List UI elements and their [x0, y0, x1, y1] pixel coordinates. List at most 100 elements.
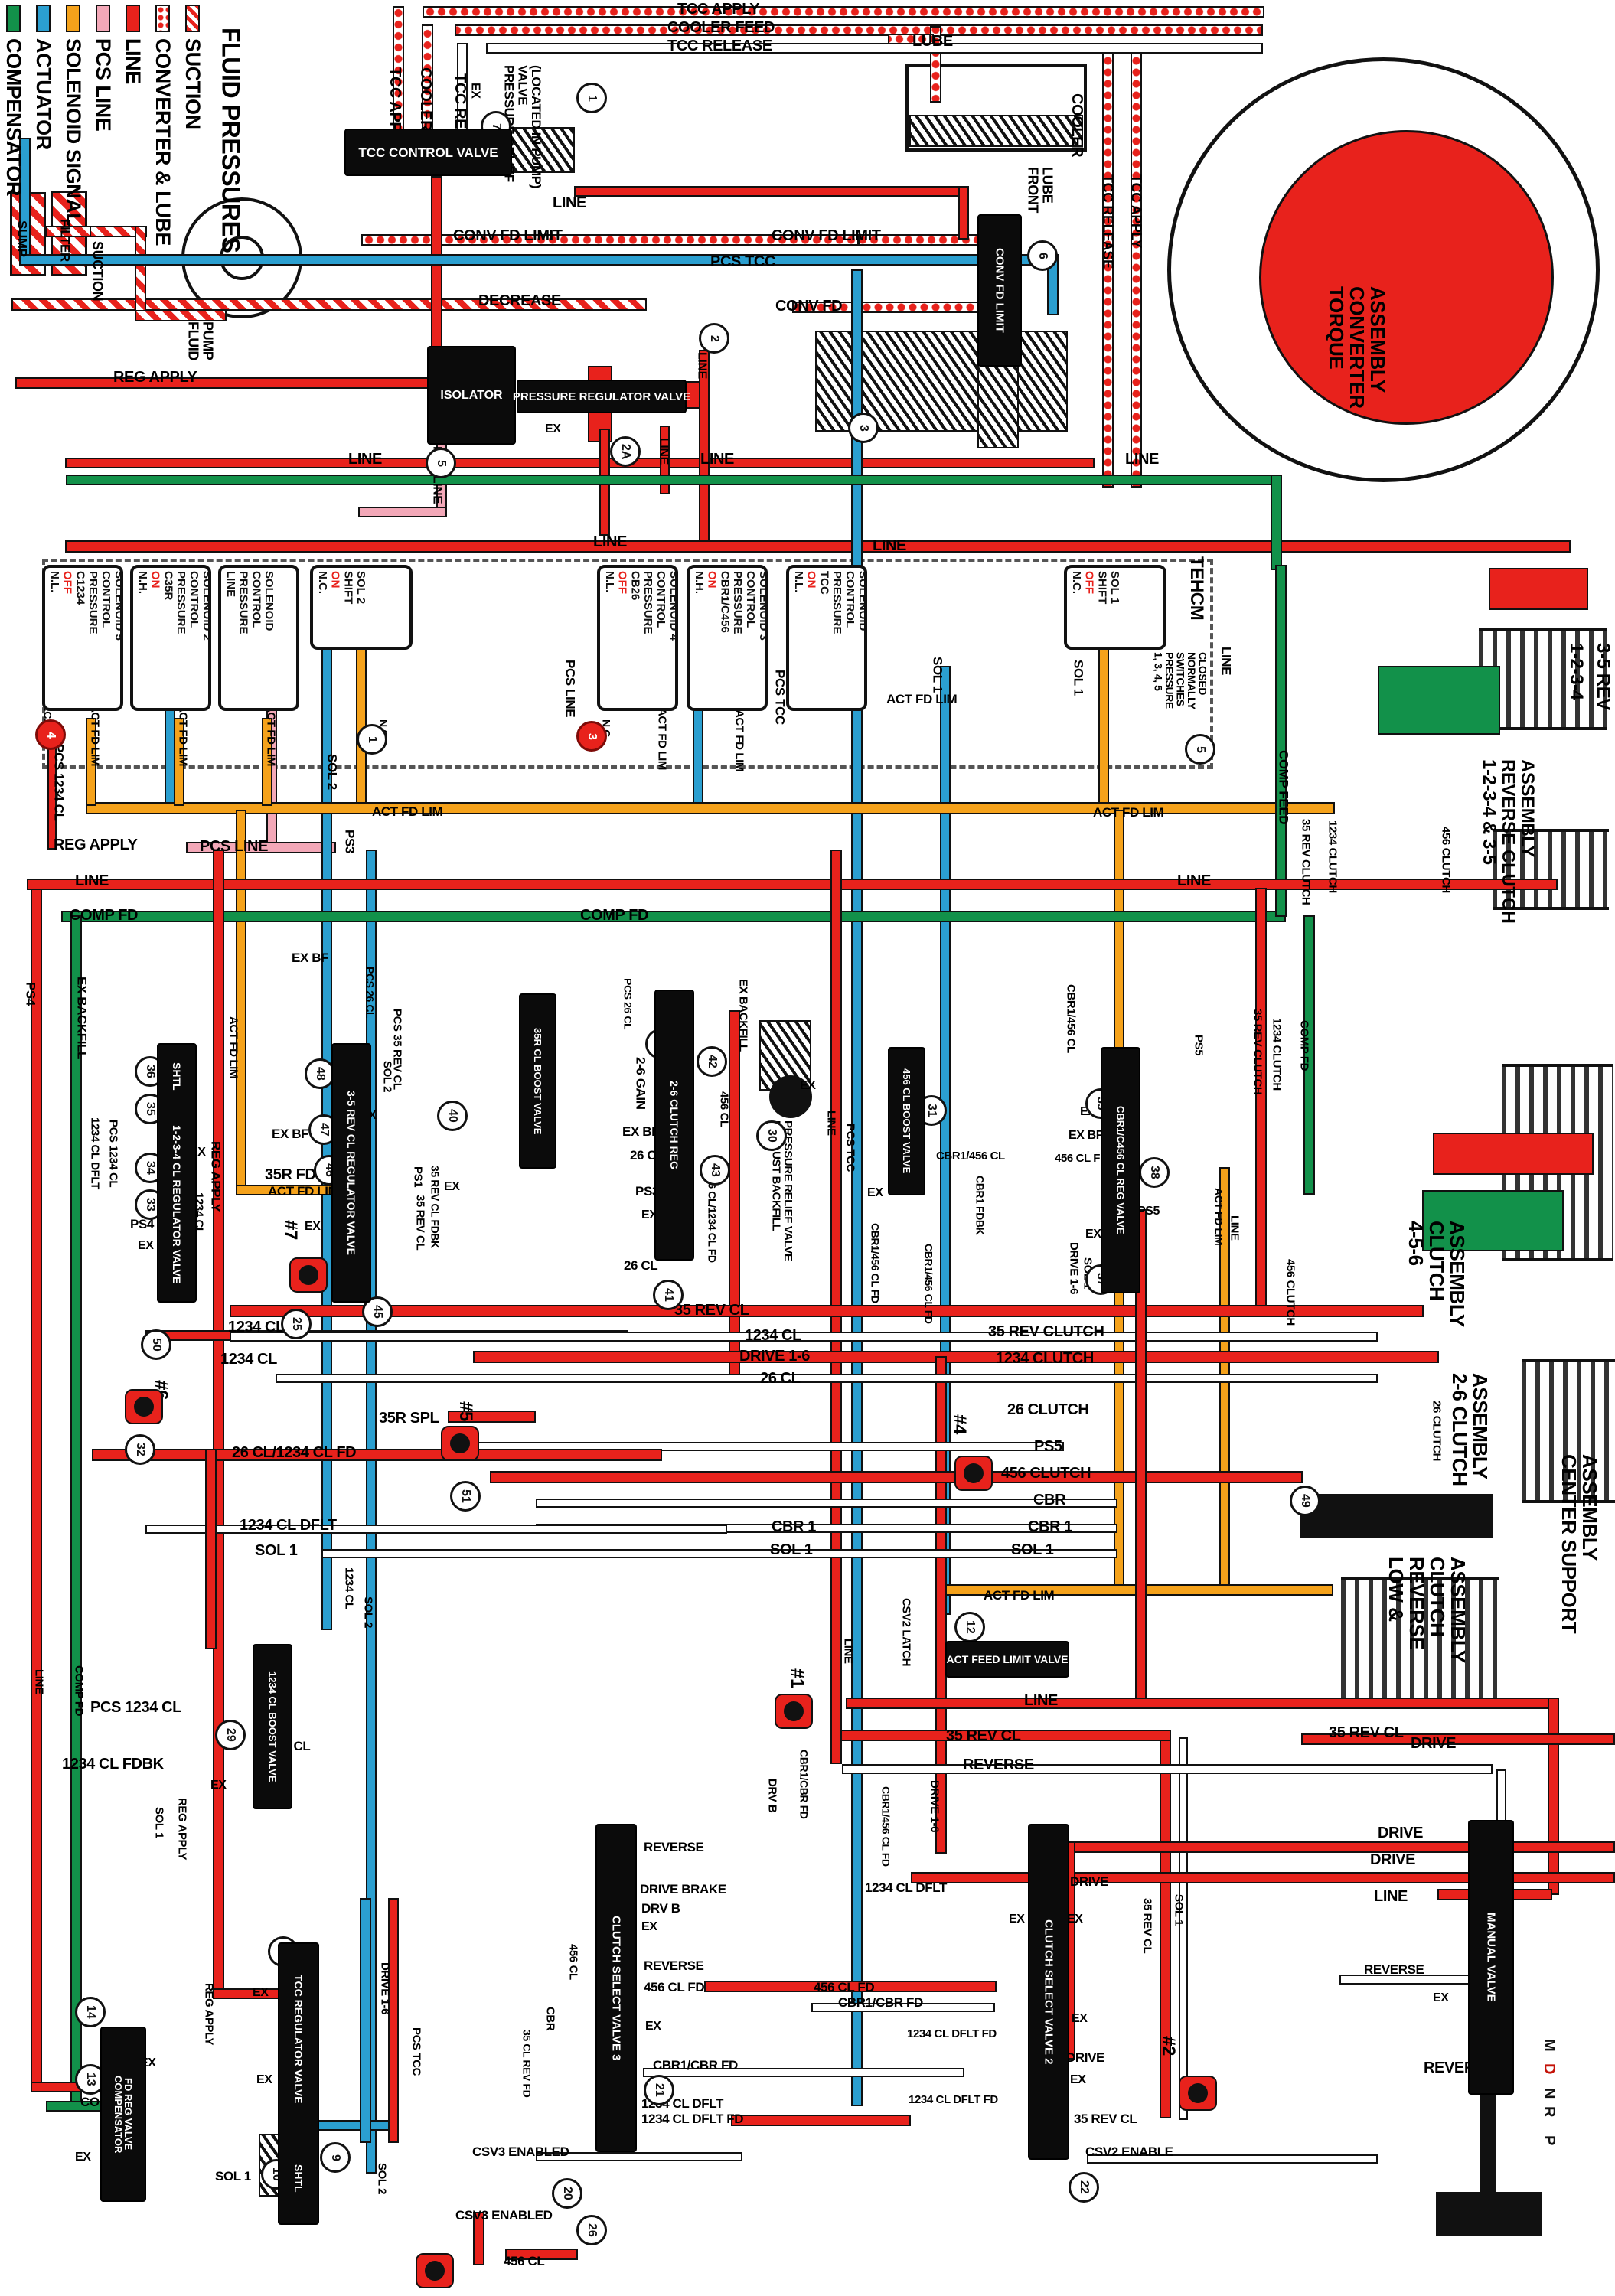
label-pcs-26-cl: PCS 26 CL	[622, 978, 635, 1030]
comb-shape	[1341, 1577, 1499, 1705]
pipe-o-45	[174, 718, 184, 806]
label-reverse: REVERSE	[644, 1958, 704, 1973]
label-1234-clutch: 1234 CLUTCH	[1270, 1018, 1284, 1091]
pipe-w-105	[1087, 2154, 1378, 2164]
label-drive: DRIVE	[1370, 1851, 1416, 1868]
label-act-fd-lim: ACT FD LIM	[655, 708, 669, 770]
label-decrease: DECREASE	[478, 292, 561, 309]
label-ps5: PS5	[1034, 1438, 1062, 1455]
label-tehcm: TEHCM	[1186, 556, 1207, 621]
label-fluid-pump: FLUID PUMP	[185, 321, 216, 360]
label-cbr1-456-cl-fd: CBR1/456 CL FD	[879, 1786, 892, 1867]
pipe-r-18	[15, 377, 432, 389]
valve-456-cl-boost-valve: 456 CL BOOST VALVE	[888, 1047, 925, 1195]
label-act-fd-lim: ACT FD LIM	[372, 804, 443, 819]
ref-circle-48: 48	[305, 1058, 335, 1089]
valve-text: ACT FEED LIMIT VALVE	[946, 1653, 1069, 1665]
label-26-clutch: 26 CLUTCH	[1007, 1401, 1089, 1418]
hatch-shape	[507, 127, 575, 173]
label-drive-1-6: DRIVE 1-6	[928, 1780, 941, 1833]
label-sump: SUMP	[15, 220, 30, 257]
ref-circle-45: 45	[362, 1296, 393, 1327]
label-act-fd-lim: ACT FD LIM	[227, 1016, 240, 1078]
pipe-d-2	[393, 6, 404, 135]
valve-text: CLUTCH SELECT VALVE 2	[1042, 1919, 1055, 2065]
label-35r-fd: 35R FD	[265, 1166, 316, 1183]
label-line: LINE	[1125, 451, 1159, 468]
ref-circle-20: 20	[552, 2178, 582, 2209]
black-shape	[1480, 2065, 1496, 2195]
label-456-cl: 456 CL	[566, 1944, 580, 1980]
label-1-2-3-4-3-5-reverse-clutch-a: 1-2-3-4 & 3-5 REVERSE CLUTCH ASSEMBLY	[1478, 759, 1538, 924]
label-drive-1-6: DRIVE 1-6	[378, 1962, 392, 2015]
pipe-r-100	[704, 1981, 997, 1992]
pipe-g-57	[66, 475, 1275, 485]
solenoid-label: N.L. ON TCC PRESSURE CONTROL SOLENOID	[791, 571, 869, 634]
label-drive: DRIVE	[1411, 1735, 1457, 1752]
legend-label-pcs-line: PCS LINE	[92, 38, 116, 132]
pipe-d-3	[422, 24, 433, 135]
label-cooler: COOLER	[1068, 93, 1085, 158]
valve-manual-valve: MANUAL VALVE	[1468, 1820, 1514, 2095]
label-2-6-clutch-assembly: 2-6 CLUTCH ASSEMBLY	[1448, 1373, 1493, 1486]
label-1234-cl-dflt: 1234 CL DFLT	[88, 1117, 102, 1189]
pipe-w-88	[1179, 1737, 1188, 2120]
label-reg-apply: REG APPLY	[54, 837, 138, 853]
pipe-s-16	[135, 310, 227, 321]
pipe-r-96	[1301, 1733, 1615, 1745]
label-csv3-enabled: CSV3 ENABLED	[455, 2208, 553, 2223]
label-act-fd-lim: ACT FD LIM	[1093, 805, 1164, 820]
gear-position-N: N	[1541, 2088, 1558, 2099]
label-35-rev-cl: 35 REV CL	[946, 1727, 1021, 1744]
pipe-r-75	[935, 1356, 947, 1854]
label-drive: DRIVE	[1378, 1825, 1424, 1841]
label-drive-1-6: DRIVE 1-6	[739, 1348, 810, 1365]
pipe-r-109	[213, 1988, 285, 1999]
ref-circle-25: 25	[281, 1309, 312, 1339]
label-1: #1	[786, 1668, 808, 1688]
label-pcs-26-cl: PCS 26 CL	[364, 967, 377, 1019]
label-cbr-1: CBR 1	[1028, 1518, 1073, 1535]
label-sol-2: SOL 2	[380, 1061, 394, 1093]
label-ex: EX	[641, 1920, 657, 1933]
black-shape	[1300, 1494, 1493, 1538]
valve-2-6-clutch-reg: 2-6 CLUTCH REG	[654, 990, 694, 1261]
label-reg-apply: REG APPLY	[175, 1798, 189, 1861]
pipe-r-92	[840, 1730, 1171, 1741]
pipe-r-97	[1070, 1841, 1615, 1853]
label-35-rev-clutch: 35 REV CLUTCH	[1251, 1009, 1264, 1095]
label-1234-cl-dflt-fd: 1234 CL DFLT FD	[907, 2027, 997, 2040]
label-cbr-1: CBR 1	[772, 1518, 817, 1535]
pipe-w-76	[276, 1374, 1378, 1383]
label-ps1: PS1	[411, 1166, 425, 1188]
valve-text: 35R CL BOOST VALVE	[532, 1027, 543, 1135]
label-line: LINE	[32, 1669, 46, 1694]
label-7: #7	[279, 1220, 301, 1240]
pipe-w-82	[145, 1525, 727, 1534]
label-reg-apply: REG APPLY	[113, 369, 197, 386]
valve-text: COMPENSATOR FD REG VALVE	[113, 2075, 134, 2154]
label-ex-backfill: EX BACKFILL	[736, 979, 750, 1052]
label-center-support-assembly: CENTER SUPPORT ASSEMBLY	[1558, 1454, 1602, 1634]
label-ex: EX	[75, 2151, 91, 2164]
pipe-r-71	[230, 1305, 1424, 1317]
ref-circle-32: 32	[125, 1434, 155, 1465]
checkball-marker-5	[441, 1426, 479, 1461]
label-torque-converter-assembly: TORQUE CONVERTER ASSEMBLY	[1325, 286, 1390, 409]
valve-act-feed-limit-valve: ACT FEED LIMIT VALVE	[945, 1641, 1069, 1678]
label-1234-cl: 1234 CL	[228, 1319, 285, 1336]
ref-circle-34: 34	[135, 1153, 165, 1183]
label-line: LINE	[75, 872, 109, 889]
valve-text: 3-5 REV CL REGULATOR VALVE	[345, 1091, 357, 1255]
solenoid-label: N.C. ON SHIFT SOL 2	[315, 571, 368, 605]
checkball-marker-2	[1179, 2076, 1217, 2111]
label-sol-1: SOL 1	[215, 2169, 251, 2183]
pipe-b-111	[360, 1898, 371, 2143]
ref-circle-3: 3	[576, 721, 607, 752]
label-act-fd-lim: ACT FD LIM	[984, 1588, 1055, 1603]
ref-circle-14: 14	[75, 1997, 106, 2027]
legend-label-solenoid-signal: SOLENOID SIGNAL	[62, 38, 86, 226]
checkball-marker-3	[416, 2253, 454, 2288]
solenoid-shift: N.C. OFF SHIFT SOL 1	[1064, 565, 1166, 650]
label-1234-cl-fdbk: 1234 CL FDBK	[62, 1756, 164, 1773]
